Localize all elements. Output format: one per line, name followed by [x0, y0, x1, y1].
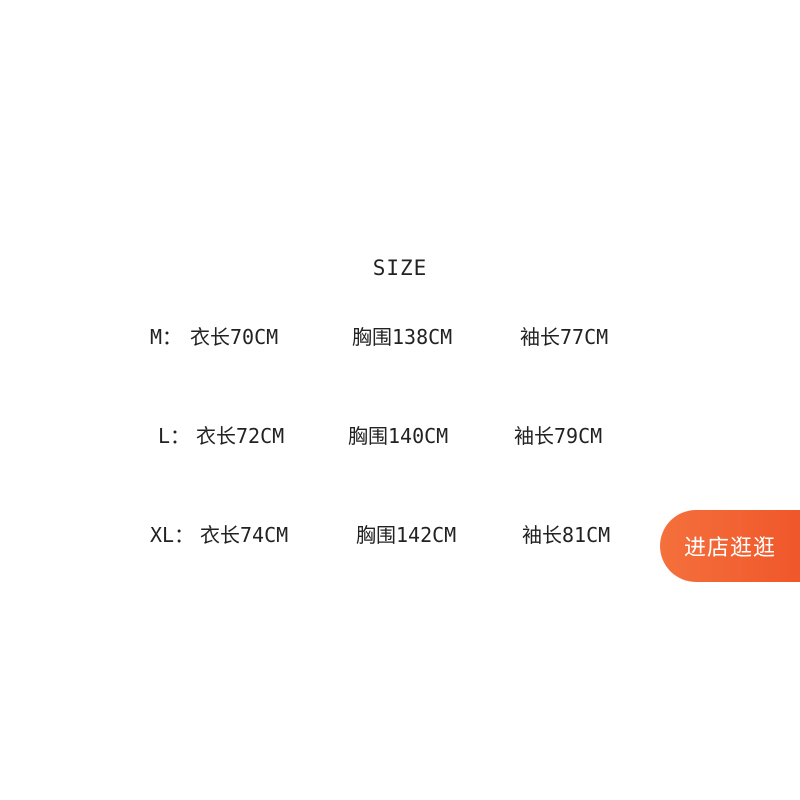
sleeve-l: 袖长79CM	[514, 424, 603, 448]
size-label-l: L：	[158, 424, 191, 448]
chest-l: 胸围140CM	[348, 424, 449, 448]
visit-shop-label: 进店逛逛	[683, 536, 776, 561]
sleeve-xl: 袖长81CM	[522, 523, 611, 547]
size-label-xl: XL：	[150, 523, 195, 547]
length-xl: 衣长74CM	[200, 523, 289, 547]
chest-m: 胸围138CM	[352, 325, 453, 349]
size-label-m: M：	[150, 325, 183, 349]
length-m: 衣长70CM	[190, 325, 279, 349]
sleeve-m: 袖长77CM	[520, 325, 609, 349]
visit-shop-button[interactable]: 进店逛逛	[660, 510, 800, 582]
chest-xl: 胸围142CM	[356, 523, 457, 547]
size-title: SIZE	[372, 256, 428, 280]
length-l: 衣长72CM	[196, 424, 285, 448]
